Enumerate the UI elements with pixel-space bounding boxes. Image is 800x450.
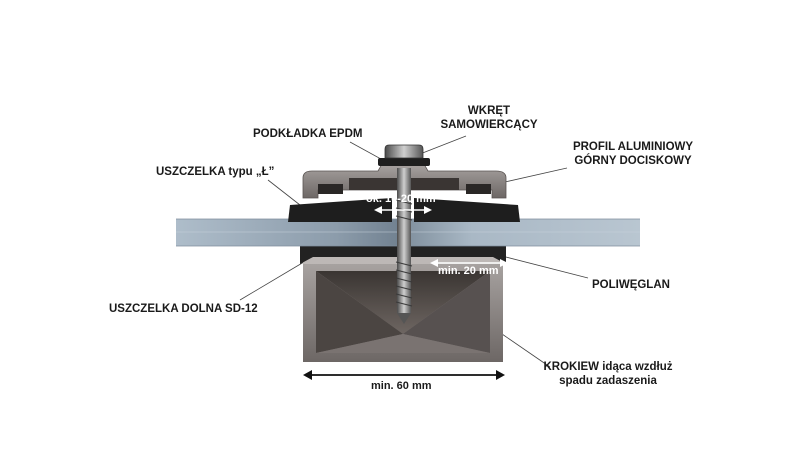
profile-slot-left <box>318 184 343 194</box>
label-screw-line1: WKRĘT <box>467 105 511 117</box>
label-l-gasket: USZCZELKA typu „Ł” <box>156 166 275 178</box>
dimension-overlap <box>430 259 508 267</box>
self-drilling-screw <box>378 144 430 324</box>
leader-l-gasket <box>267 179 301 206</box>
label-profile: PROFIL ALUMINIOWY GÓRNY DOCISKOWY <box>566 140 700 168</box>
leader-bottom-gasket <box>239 255 315 301</box>
dimension-rafter-width-label: min. 60 mm <box>371 380 432 392</box>
label-bottom-gasket: USZCZELKA DOLNA SD-12 <box>109 303 258 315</box>
rafter-inner-bottom <box>316 334 490 353</box>
dimension-gap <box>374 206 432 214</box>
dimension-rafter-width <box>303 370 505 380</box>
leader-lines <box>239 135 589 368</box>
screw-tip <box>397 313 411 324</box>
polycarbonate-sheets <box>176 218 640 247</box>
epdm-washer <box>378 158 430 166</box>
label-polycarbonate: POLIWĘGLAN <box>592 279 670 291</box>
l-gasket-right <box>414 198 520 222</box>
label-profile-line1: PROFIL ALUMINIOWY <box>572 141 694 153</box>
dimension-overlap-label: min. 20 mm <box>438 265 499 277</box>
leader-screw <box>419 135 467 155</box>
leader-profile <box>504 167 568 183</box>
label-rafter-line1: KROKIEW idąca wzdłuż <box>543 361 673 373</box>
sheet-right <box>400 219 640 246</box>
leader-polycarbonate <box>501 255 589 279</box>
label-screw-line2: SAMOWIERCĄCY <box>440 119 538 131</box>
label-washer: PODKŁADKA EPDM <box>253 128 363 140</box>
label-screw: WKRĘT SAMOWIERCĄCY <box>434 104 544 132</box>
sheet-left <box>176 219 405 246</box>
label-rafter: KROKIEW idąca wzdłuż spadu zadaszenia <box>541 360 675 388</box>
label-rafter-line2: spadu zadaszenia <box>559 375 657 387</box>
profile-slot-right <box>466 184 491 194</box>
l-gasket-left <box>288 198 392 222</box>
leader-rafter <box>501 333 551 368</box>
rafter-inner-right <box>403 271 490 353</box>
screw-head <box>384 144 424 159</box>
label-profile-line2: GÓRNY DOCISKOWY <box>574 155 692 167</box>
rafter-inner-left <box>316 271 403 353</box>
screw-shank <box>397 168 411 313</box>
dimension-gap-label: ok. 10-20 mm <box>366 193 436 205</box>
